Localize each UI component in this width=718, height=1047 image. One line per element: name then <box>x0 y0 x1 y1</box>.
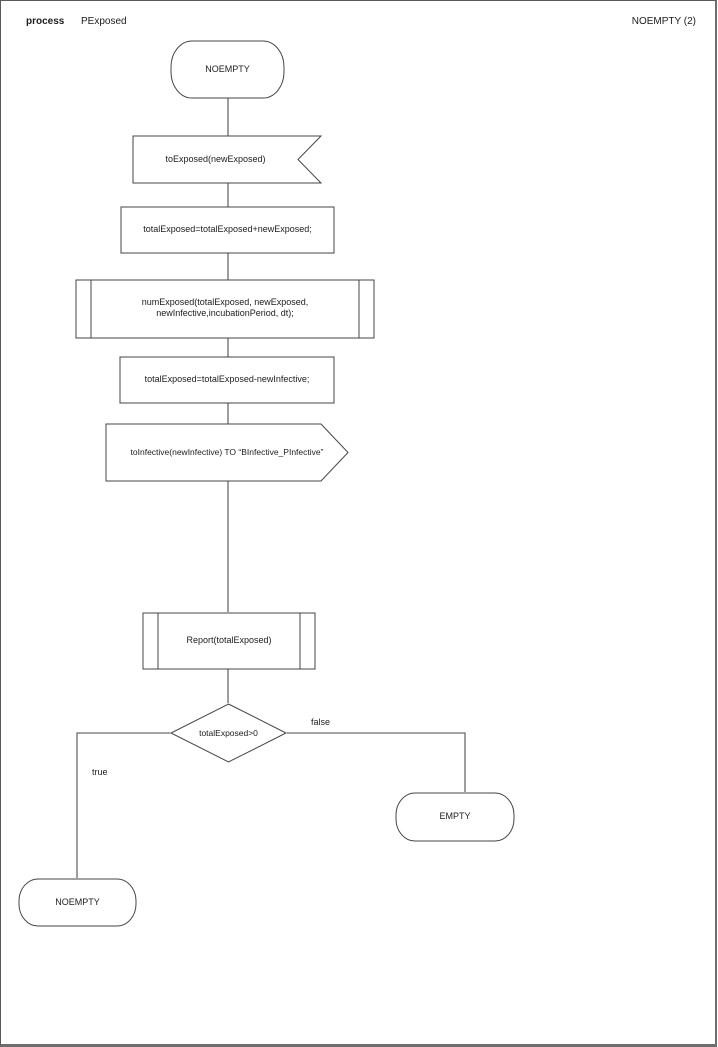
start-state-shape <box>170 40 285 99</box>
true-branch-label: true <box>92 767 108 777</box>
output-signal-shape <box>105 423 349 482</box>
header-kind-label: process <box>26 16 65 27</box>
procedure1-label-line2: newInfective,incubationPeriod, dt); <box>156 308 294 318</box>
procedure1-label: numExposed(totalExposed, newExposed, new… <box>91 297 359 319</box>
procedure2-shape <box>142 612 316 670</box>
task2-label: totalExposed=totalExposed-newInfective; <box>144 374 310 384</box>
procedure2-label: Report(totalExposed) <box>186 635 272 645</box>
flowchart-shapes <box>18 40 515 927</box>
false-branch-label: false <box>311 717 331 727</box>
task2-shape <box>119 356 335 404</box>
empty-state-shape <box>395 792 515 842</box>
connector-lines <box>76 98 466 878</box>
task1-label: totalExposed=totalExposed+newExposed; <box>143 224 312 234</box>
noempty-state-shape <box>18 878 137 927</box>
procedure1-shape <box>75 279 375 339</box>
decision-label: totalExposed>0 <box>199 728 258 738</box>
output-signal-label: toInfective(newInfective) TO “BInfective… <box>130 447 324 457</box>
header-process-name: PExposed <box>81 16 127 27</box>
task1-shape <box>120 206 335 254</box>
edge-false-branch <box>287 732 466 792</box>
empty-state-label: EMPTY <box>439 811 471 821</box>
noempty-state-label: NOEMPTY <box>55 897 100 907</box>
decision-shape <box>169 703 288 763</box>
input-signal-shape <box>132 135 323 184</box>
start-state-label: NOEMPTY <box>205 64 250 74</box>
edge-true-branch <box>76 732 170 878</box>
input-signal-label: toExposed(newExposed) <box>165 154 266 164</box>
header-page-label: NOEMPTY (2) <box>631 16 696 27</box>
procedure1-label-line1: numExposed(totalExposed, newExposed, <box>141 297 309 307</box>
